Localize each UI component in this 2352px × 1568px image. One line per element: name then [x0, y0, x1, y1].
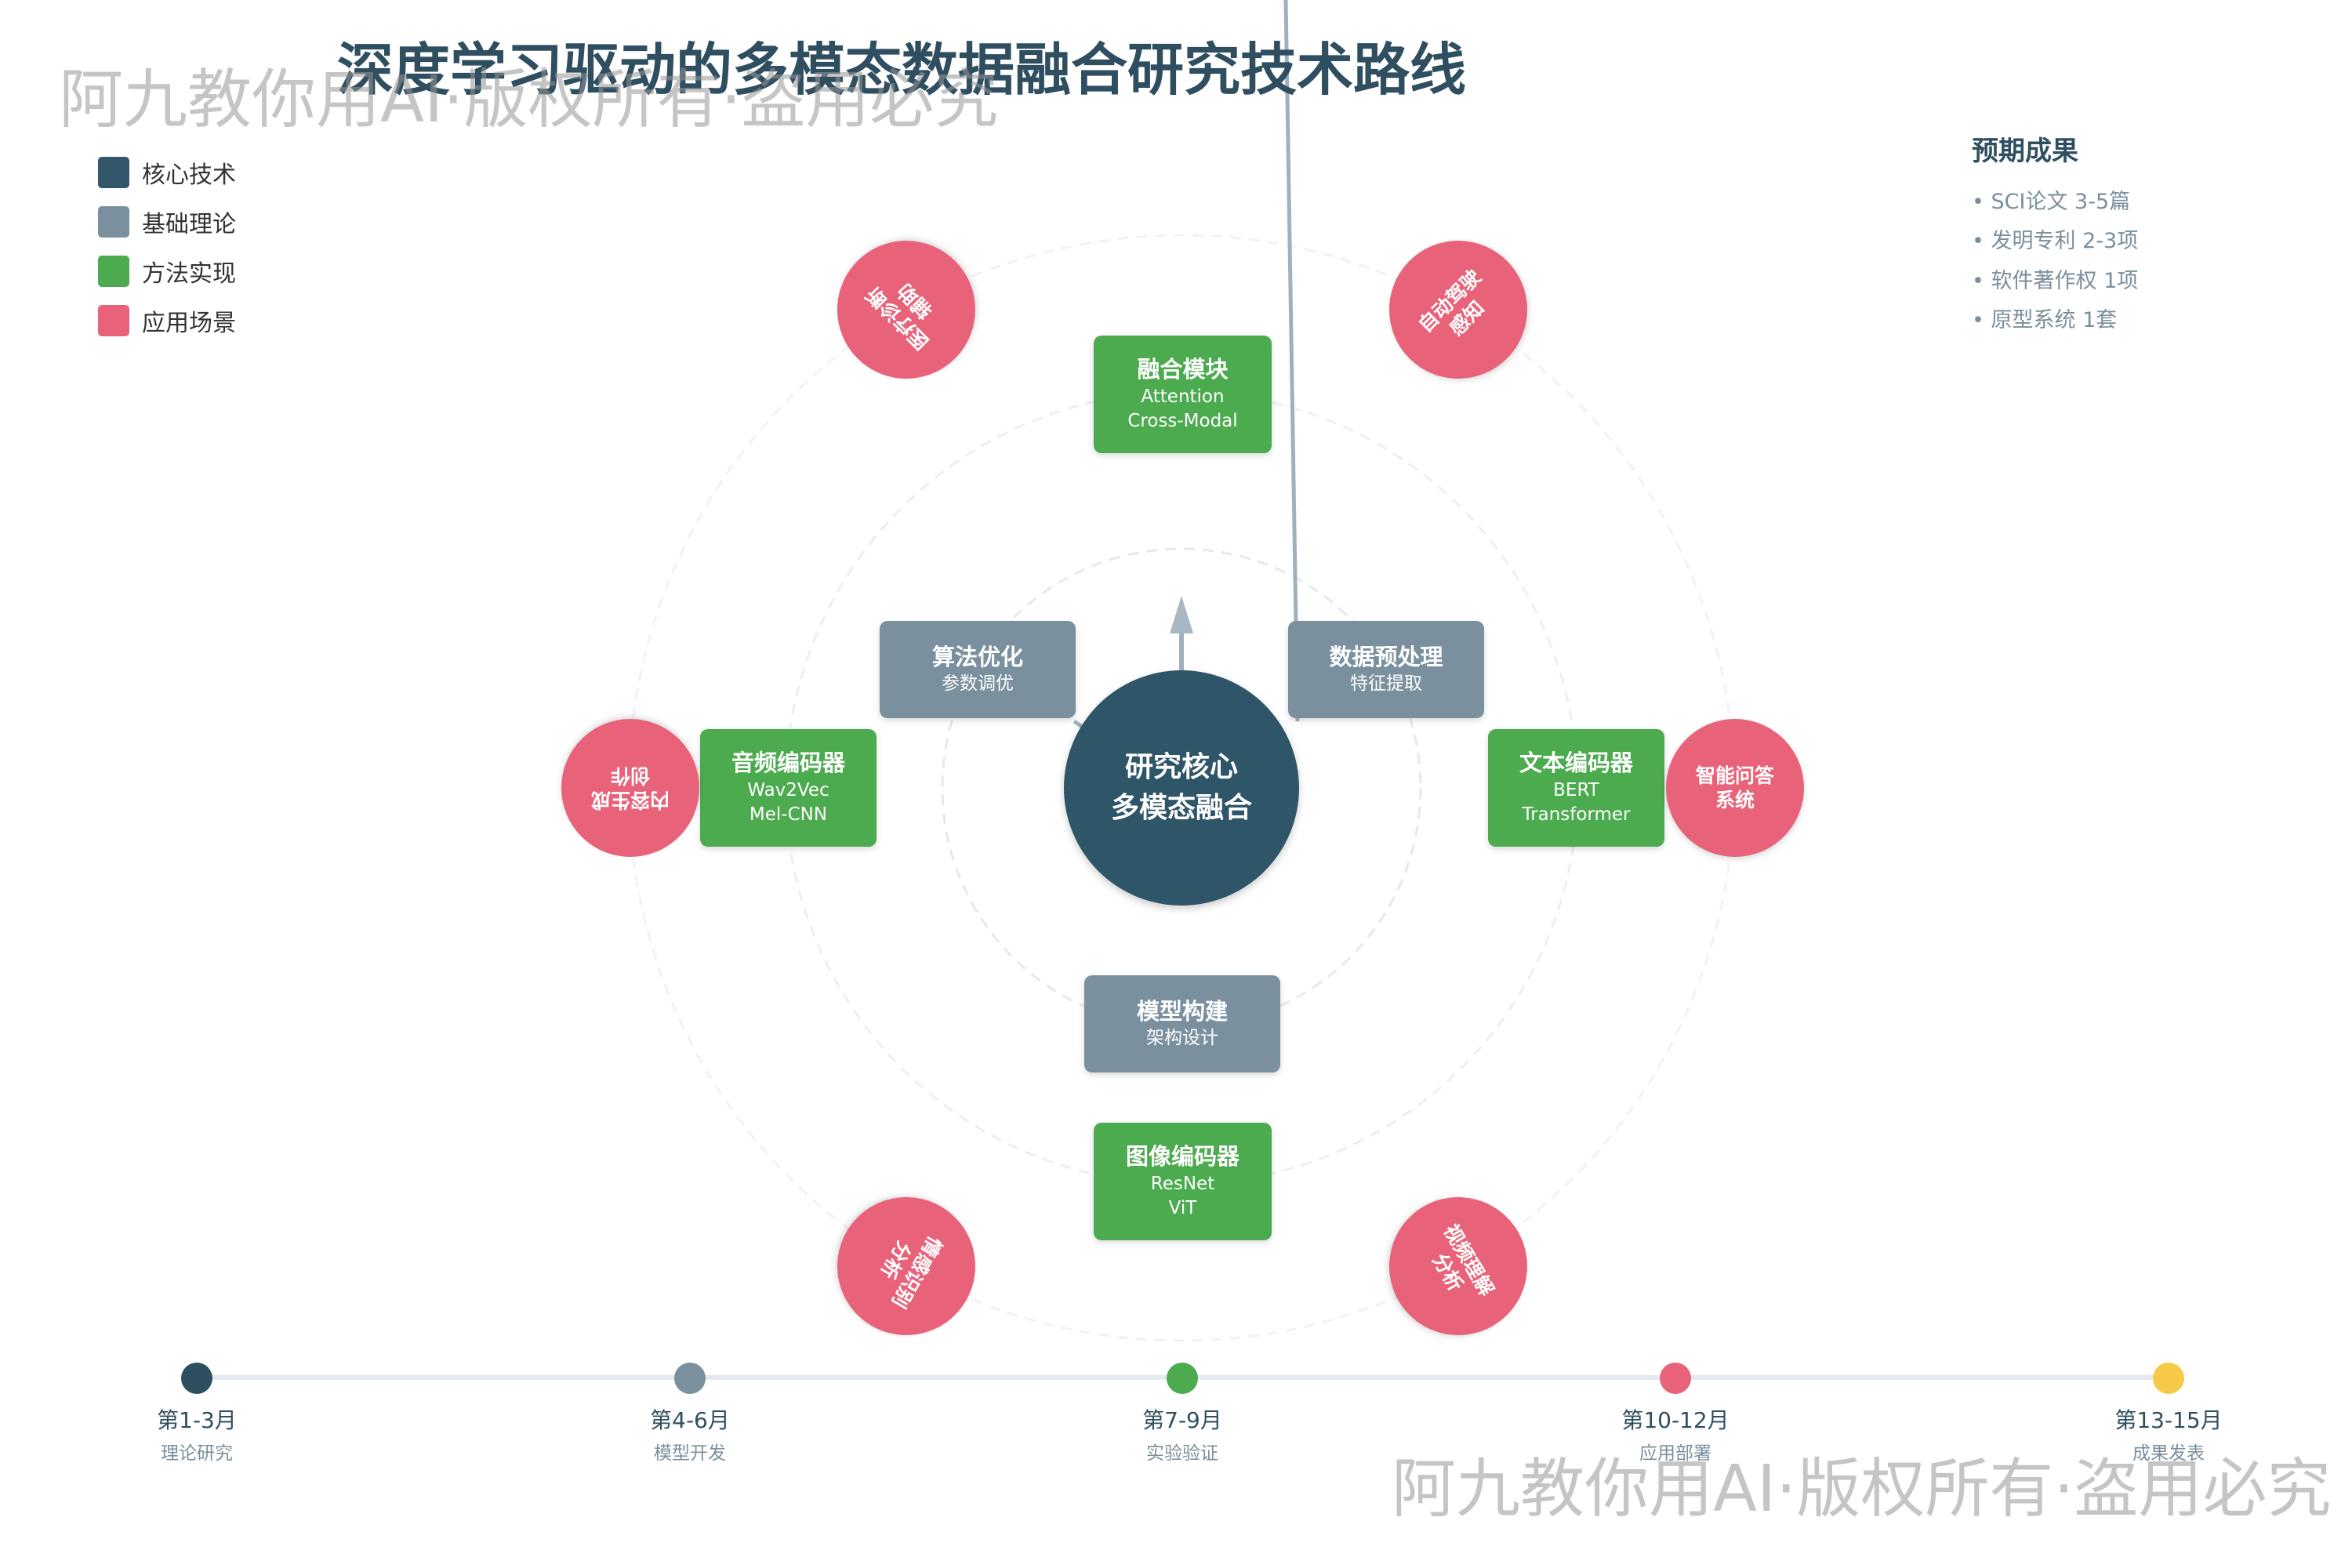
watermark-top: 阿九教你用AI·版权所有·盗用必究 [59, 63, 999, 137]
legend-swatch-method [98, 256, 129, 287]
timeline-milestone-2: 第4-6月 模型开发 [612, 1403, 768, 1465]
app-line1: 内容生成 [591, 789, 670, 812]
outcome-item: • 原型系统 1套 [1972, 308, 2118, 332]
node-detail: Wav2Vec [747, 779, 829, 800]
timeline-stage: 理论研究 [161, 1443, 233, 1464]
timeline-dot-5 [2153, 1363, 2184, 1394]
legend-item-application: 应用场景 [98, 303, 236, 338]
core-line2: 多模态融合 [1110, 792, 1252, 824]
timeline-dot-2 [674, 1363, 706, 1394]
audio-encoder-node: 音频编码器 Wav2Vec Mel-CNN [700, 729, 877, 847]
node-title: 融合模块 [1137, 356, 1229, 383]
timeline-stage: 模型开发 [654, 1443, 726, 1464]
node-detail: Attention [1141, 386, 1225, 407]
page-title: 深度学习驱动的多模态数据融合研究技术路线 [336, 37, 1466, 103]
timeline-period: 第4-6月 [650, 1407, 730, 1433]
text-encoder-node: 文本编码器 BERT Transformer [1488, 729, 1664, 847]
timeline-period: 第7-9月 [1142, 1407, 1222, 1433]
node-subtitle: 参数调优 [942, 673, 1014, 695]
app-line2: 创作 [611, 764, 651, 787]
node-detail: ResNet [1150, 1173, 1215, 1194]
timeline-dot-1 [181, 1363, 212, 1394]
outcome-item: • SCI论文 3-5篇 [1972, 190, 2131, 214]
app-intelligent-qa: 智能问答 系统 [1666, 719, 1804, 857]
node-detail: BERT [1553, 779, 1599, 800]
outcome-item: • 软件著作权 1项 [1972, 269, 2139, 293]
timeline-milestone-1: 第1-3月 理论研究 [118, 1403, 275, 1465]
core-line1: 研究核心 [1124, 750, 1238, 783]
timeline-milestone-4: 第10-12月 应用部署 [1597, 1403, 1754, 1465]
node-title: 数据预处理 [1329, 643, 1443, 670]
legend-label: 应用场景 [142, 310, 236, 337]
inner-ring [941, 547, 1422, 1029]
app-line1: 智能问答 [1695, 764, 1774, 787]
connector-right [1283, 0, 1300, 722]
legend-swatch-application [98, 305, 129, 336]
image-encoder-node: 图像编码器 ResNet ViT [1094, 1123, 1272, 1240]
legend-label: 核心技术 [142, 162, 236, 189]
legend-label: 方法实现 [142, 260, 236, 288]
data-preprocessing-node: 数据预处理 特征提取 [1288, 621, 1484, 718]
outcome-item: • 发明专利 2-3项 [1972, 229, 2139, 253]
legend-swatch-core [98, 157, 129, 188]
node-detail: ViT [1168, 1197, 1197, 1218]
node-title: 算法优化 [931, 643, 1023, 670]
node-title: 音频编码器 [731, 750, 845, 777]
app-line2: 系统 [1715, 789, 1755, 811]
node-subtitle: 架构设计 [1146, 1028, 1218, 1049]
legend-label: 基础理论 [142, 211, 236, 238]
node-title: 图像编码器 [1125, 1143, 1240, 1171]
algorithm-optimization-node: 算法优化 参数调优 [880, 621, 1076, 718]
legend-item-theory: 基础理论 [98, 205, 236, 239]
node-title: 模型构建 [1136, 997, 1228, 1025]
node-title: 文本编码器 [1519, 750, 1633, 777]
legend-item-method: 方法实现 [98, 254, 236, 289]
timeline-period: 第13-15月 [2114, 1407, 2223, 1433]
timeline-stage: 应用部署 [1639, 1443, 1711, 1464]
timeline-dot-4 [1660, 1363, 1691, 1394]
arrow-up-icon [1170, 596, 1193, 633]
timeline-dot-3 [1167, 1363, 1198, 1394]
legend-swatch-theory [98, 206, 129, 238]
timeline-milestone-5: 第13-15月 成果发表 [2090, 1403, 2247, 1465]
node-subtitle: 特征提取 [1350, 673, 1422, 695]
timeline-stage: 实验验证 [1146, 1443, 1218, 1464]
outcomes-title: 预期成果 [1972, 136, 2078, 167]
timeline-milestone-3: 第7-9月 实验验证 [1104, 1403, 1261, 1465]
watermark-bottom: 阿九教你用AI·版权所有·盗用必究 [1392, 1452, 2332, 1526]
app-content-generation: 内容生成 创作 [561, 719, 699, 857]
node-detail: Cross-Modal [1127, 410, 1238, 431]
fusion-module-node: 融合模块 Attention Cross-Modal [1094, 336, 1272, 453]
node-detail: Transformer [1522, 804, 1631, 825]
research-core-node: 研究核心 多模态融合 [1064, 670, 1299, 906]
timeline-stage: 成果发表 [2132, 1443, 2205, 1464]
timeline-period: 第1-3月 [157, 1407, 237, 1433]
legend-item-core: 核心技术 [98, 155, 236, 190]
timeline-period: 第10-12月 [1621, 1407, 1730, 1433]
node-detail: Mel-CNN [749, 804, 828, 825]
model-building-node: 模型构建 架构设计 [1084, 975, 1280, 1073]
